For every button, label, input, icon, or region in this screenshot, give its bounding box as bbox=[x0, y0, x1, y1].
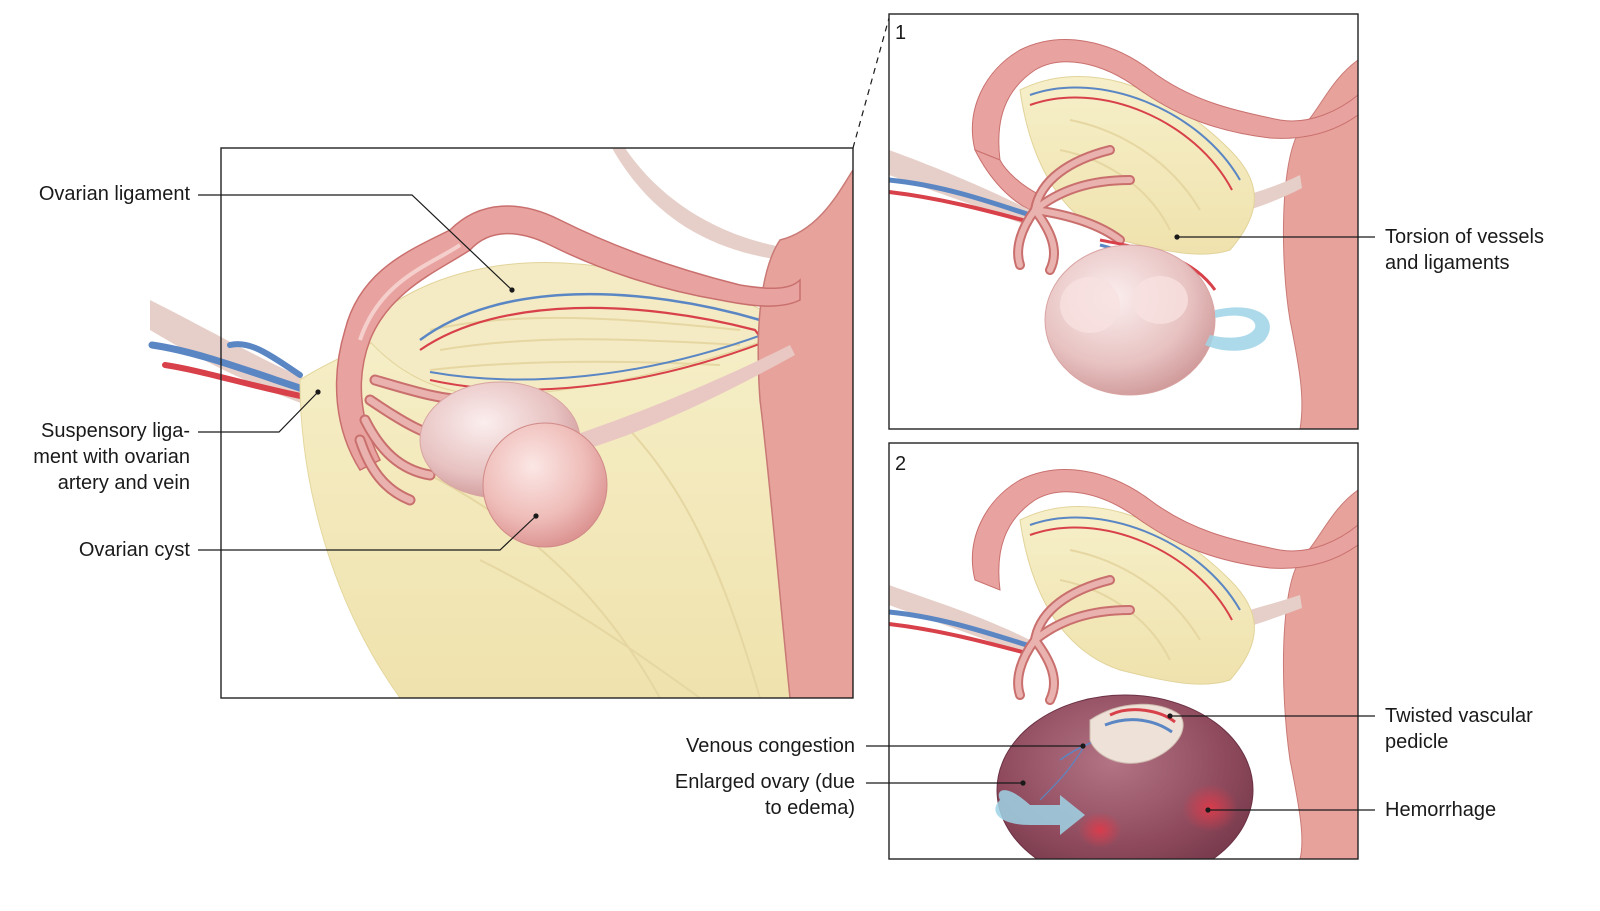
label-twisted-line-1: Twisted vascular bbox=[1385, 705, 1533, 727]
fallopian-tube bbox=[335, 205, 801, 471]
main-leader-lines bbox=[198, 194, 537, 551]
panel-2-number: 2 bbox=[895, 453, 907, 475]
label-ovarian-cyst: Ovarian cyst bbox=[78, 539, 190, 561]
label-suspensory-line-2: ment with ovarian bbox=[33, 446, 190, 468]
panel-1-frame bbox=[888, 13, 1359, 430]
label-torsion-line-1: Torsion of vessels bbox=[1385, 226, 1544, 248]
ovarian-cyst bbox=[482, 422, 608, 548]
panel-2-frame bbox=[888, 442, 1359, 860]
main-panel-frame bbox=[220, 147, 854, 699]
panel-2-leader-lines bbox=[866, 715, 1375, 811]
panel-2-torsion-complications bbox=[866, 442, 1375, 860]
label-enlarged-line-1: Enlarged ovary (due bbox=[674, 771, 855, 793]
panel-1-number: 1 bbox=[895, 22, 907, 44]
label-venous-congestion: Venous congestion bbox=[685, 735, 855, 757]
zoom-connector bbox=[852, 17, 890, 149]
rotation-arrow-2 bbox=[995, 790, 1085, 835]
rotation-arrow-1 bbox=[1205, 307, 1270, 351]
label-ovarian-ligament: Ovarian ligament bbox=[38, 183, 190, 205]
label-suspensory-line-3: artery and vein bbox=[57, 472, 190, 494]
label-torsion-line-2: and ligaments bbox=[1385, 252, 1510, 274]
label-enlarged-line-2: to edema) bbox=[764, 797, 855, 819]
main-anatomy-view bbox=[148, 147, 854, 699]
label-suspensory-line-1: Suspensory liga- bbox=[41, 420, 190, 442]
panel-1-torsion bbox=[888, 13, 1375, 430]
twisted-pedicle bbox=[1089, 703, 1184, 764]
label-twisted-line-2: pedicle bbox=[1385, 731, 1449, 753]
label-hemorrhage: Hemorrhage bbox=[1385, 799, 1497, 821]
